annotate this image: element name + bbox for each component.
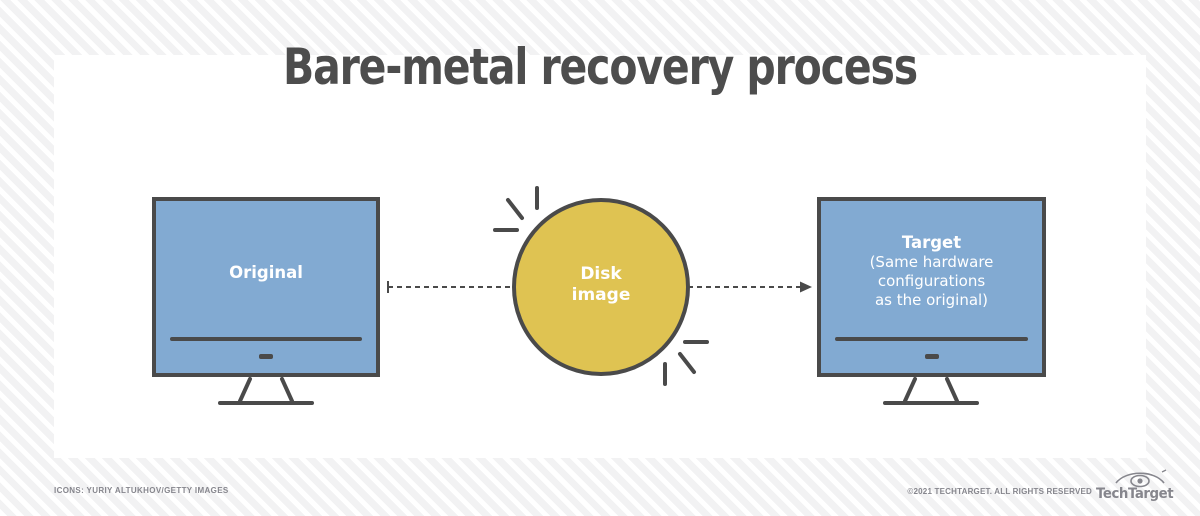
disk-sparkle-bottom-right [651, 330, 711, 386]
target-sub-line3: as the original) [874, 290, 989, 309]
disk-image-label: Disk image [516, 264, 686, 307]
monitor-stand-icon [218, 377, 314, 405]
dashed-arrow-icon [688, 281, 812, 293]
original-screen-divider [170, 337, 362, 341]
original-power-indicator [259, 354, 273, 359]
page-title: Bare-metal recovery process [282, 38, 918, 96]
original-screen-text: Original [156, 263, 376, 283]
original-monitor: Original [152, 197, 380, 377]
eye-icon-svg [1115, 469, 1167, 488]
disk-label-line1: Disk [580, 264, 622, 284]
original-monitor-stand [206, 377, 326, 411]
original-label: Original [229, 263, 303, 282]
target-screen-divider [835, 337, 1028, 341]
disk-image-node: Disk image [512, 198, 690, 376]
copyright-notice: ©2021 TECHTARGET. ALL RIGHTS RESERVED [907, 487, 1092, 496]
disk-label-line2: image [571, 285, 631, 306]
image-credit: ICONS: YURIY ALTUKHOV/GETTY IMAGES [54, 486, 229, 495]
connector-disk-to-target [688, 278, 812, 296]
target-power-indicator [924, 354, 939, 359]
eye-icon [1112, 468, 1168, 488]
disk-sparkle-top-left [491, 186, 551, 242]
target-label: Target [901, 233, 962, 252]
target-screen-text: Target (Same hardware configurations as … [821, 233, 1042, 309]
techtarget-wordmark: TechTarget [1096, 486, 1174, 502]
connector-original-to-disk [386, 278, 514, 296]
sparkle-icon [663, 340, 709, 386]
target-monitor-stand [871, 377, 991, 411]
techtarget-logo: TechTarget [1096, 468, 1192, 510]
target-sub-line1: (Same hardware [869, 253, 994, 272]
target-monitor: Target (Same hardware configurations as … [817, 197, 1046, 377]
sparkle-icon [493, 186, 539, 232]
target-sub-line2: configurations [877, 272, 986, 291]
monitor-stand-icon [883, 377, 979, 405]
dashed-arrow-icon [387, 281, 514, 293]
